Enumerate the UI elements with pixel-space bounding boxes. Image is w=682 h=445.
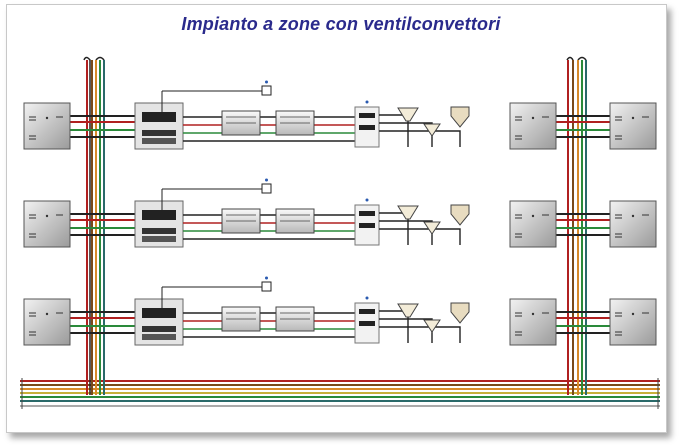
thermostat-sensor-icon (265, 178, 268, 182)
terminal-pipe (379, 228, 461, 245)
left-fan-coil-panel (23, 102, 71, 150)
valve-body (142, 326, 176, 332)
terminal-unit-3 (450, 204, 470, 226)
terminal-unit-2 (423, 319, 441, 333)
terminal-pipe (379, 326, 461, 343)
terminal-unit-2 (423, 123, 441, 137)
manifold-vent-icon (365, 198, 369, 202)
terminal-unit-2 (423, 221, 441, 235)
right-fan-coil-panel-inner (509, 200, 557, 248)
floor-2 (70, 178, 610, 248)
terminal-unit-1 (397, 303, 419, 318)
right-fan-coil-panel-outer (609, 200, 657, 248)
diagram-frame (6, 4, 667, 433)
right-risers (566, 56, 587, 395)
diagram-title: Impianto a zone con ventilconvettori (181, 14, 501, 34)
valve-body (142, 308, 176, 318)
thermostat-icon (261, 281, 272, 292)
thermostat-icon (261, 85, 272, 96)
thermostat-icon (261, 183, 272, 194)
right-fan-coil-panel-outer (609, 298, 657, 346)
right-fan-coil-panel-inner (509, 102, 557, 150)
thermostat-sensor-icon (265, 80, 268, 84)
terminal-pipe (379, 220, 433, 245)
left-risers (83, 56, 105, 395)
floor-1 (70, 80, 610, 150)
terminal-unit-3 (450, 106, 470, 128)
valve-body (142, 228, 176, 234)
valve-body (142, 236, 176, 242)
left-fan-coil-panel (23, 298, 71, 346)
manifold-vent-icon (365, 296, 369, 300)
terminal-pipe (379, 122, 433, 147)
valve-body (142, 138, 176, 144)
manifold-vent-icon (365, 100, 369, 104)
floor-3 (70, 276, 610, 346)
terminal-pipe (379, 318, 433, 343)
valve-body (142, 130, 176, 136)
right-fan-coil-panel-outer (609, 102, 657, 150)
valve-body (142, 210, 176, 220)
left-fan-coil-panel (23, 200, 71, 248)
valve-body (142, 112, 176, 122)
terminal-pipe (379, 130, 461, 147)
terminal-unit-1 (397, 205, 419, 220)
terminal-unit-1 (397, 107, 419, 122)
bottom-header-pipes (20, 378, 660, 409)
terminal-unit-3 (450, 302, 470, 324)
thermostat-sensor-icon (265, 276, 268, 280)
right-fan-coil-panel-inner (509, 298, 557, 346)
valve-body (142, 334, 176, 340)
